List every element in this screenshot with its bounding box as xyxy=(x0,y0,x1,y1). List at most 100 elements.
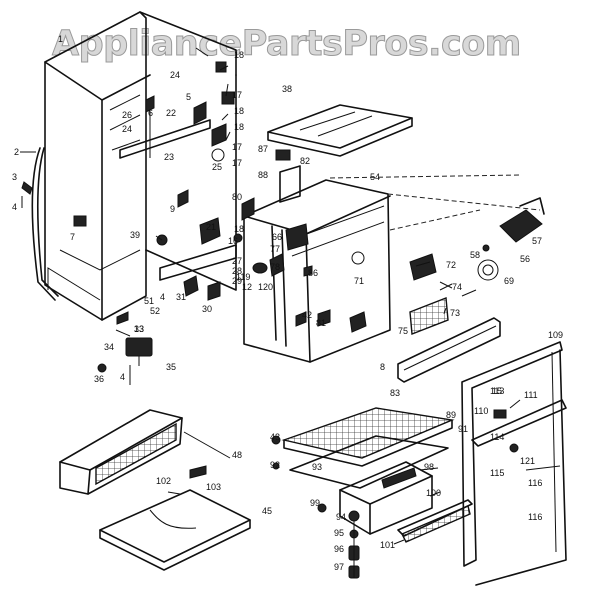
callout: 101 xyxy=(380,540,395,550)
callout: 2 xyxy=(14,147,19,157)
callout: 92 xyxy=(270,460,280,470)
callout: 42 xyxy=(302,310,312,320)
callout: 100 xyxy=(426,488,441,498)
callout: 115 xyxy=(490,468,504,478)
callout: 17 xyxy=(232,142,242,152)
callout: 45 xyxy=(262,506,272,516)
callout: 73 xyxy=(450,308,460,318)
callout: 24 xyxy=(122,124,132,134)
callout: 7 xyxy=(70,232,75,242)
callout: 93 xyxy=(312,462,322,472)
callout: 35 xyxy=(166,362,176,372)
leader-lines xyxy=(20,47,561,545)
callout: 113 xyxy=(490,386,504,396)
callout: 87 xyxy=(258,144,268,154)
callout: 103 xyxy=(206,482,221,492)
callout: 21 xyxy=(206,222,216,232)
callout: 18 xyxy=(234,122,244,132)
wire-shelf xyxy=(271,407,455,489)
callout: 51 xyxy=(144,296,154,306)
toe-grille xyxy=(59,409,207,495)
callout: 71 xyxy=(354,276,364,286)
drain-pan xyxy=(99,489,251,571)
callout: 1 xyxy=(58,34,63,44)
callout: 8 xyxy=(380,362,385,372)
fresh-food-liner xyxy=(243,174,541,363)
callout: 75 xyxy=(398,326,408,336)
callout: 74 xyxy=(452,282,462,292)
callout: 98 xyxy=(424,462,434,472)
callout: 24 xyxy=(170,70,180,80)
callout: 33 xyxy=(134,324,144,334)
callout: 95 xyxy=(334,528,344,538)
callout: 22 xyxy=(166,108,176,118)
callout: 29 xyxy=(232,276,242,286)
callout: 77 xyxy=(270,244,280,254)
callout: 17 xyxy=(232,90,242,100)
drawer-handle-strip xyxy=(397,499,473,543)
callout: 4 xyxy=(160,292,165,302)
crisper-cover-slide xyxy=(397,317,501,383)
callout: 39 xyxy=(130,230,140,240)
callout: 69 xyxy=(504,276,514,286)
callout: 28 xyxy=(232,266,242,276)
callout: 102 xyxy=(156,476,171,486)
callout: 119 xyxy=(236,272,250,282)
callout: 86 xyxy=(308,268,318,278)
callout: 82 xyxy=(300,156,310,166)
callout: 16 xyxy=(228,236,238,246)
cabinet-shell xyxy=(44,11,237,321)
callout: 54 xyxy=(370,172,380,182)
callout: 12 xyxy=(242,282,252,292)
callout: 17 xyxy=(232,158,242,168)
callout: 72 xyxy=(446,260,456,270)
callout: 26 xyxy=(122,110,132,120)
callout: 31 xyxy=(176,292,186,302)
callout: 4 xyxy=(12,202,17,212)
callout: 36 xyxy=(94,374,104,384)
callout: 97 xyxy=(334,562,344,572)
hinge-brackets xyxy=(145,61,243,301)
callout: 38 xyxy=(282,84,292,94)
callout: 96 xyxy=(334,544,344,554)
callout: 66 xyxy=(272,232,282,242)
callout: 121 xyxy=(520,456,535,466)
callout: 78 xyxy=(270,262,280,272)
callout: 18 xyxy=(234,50,244,60)
callout: 43 xyxy=(270,432,280,442)
callout: 58 xyxy=(470,250,480,260)
callout-labels: 1 2 3 4 4 4 5 6 7 8 9 12 13 15 16 17 17 … xyxy=(12,34,563,572)
callout: 83 xyxy=(390,388,400,398)
control-housing xyxy=(409,197,545,335)
callout: 48 xyxy=(232,450,242,460)
callout: 18 xyxy=(234,224,244,234)
callout: 25 xyxy=(212,162,222,172)
callout: 52 xyxy=(150,306,160,316)
callout: 5 xyxy=(186,92,191,102)
callout: 80 xyxy=(232,192,242,202)
callout: 91 xyxy=(458,424,468,434)
callout: 114 xyxy=(490,432,504,442)
callout: 18 xyxy=(234,106,244,116)
ceiling-panel xyxy=(267,104,413,157)
callout: 15 xyxy=(492,386,502,396)
callout: 109 xyxy=(548,330,563,340)
callout: 57 xyxy=(532,236,542,246)
left-hardware xyxy=(21,181,168,385)
callout: 13 xyxy=(134,324,144,334)
callout: 6 xyxy=(148,108,153,118)
crisper-pan xyxy=(317,461,433,535)
callout: 56 xyxy=(520,254,530,264)
callout: 34 xyxy=(104,342,114,352)
callout: 116 xyxy=(528,512,542,522)
callout: 88 xyxy=(258,170,268,180)
callout: 89 xyxy=(446,410,456,420)
callout: 30 xyxy=(202,304,212,314)
callout: 81 xyxy=(316,318,326,328)
callout: 23 xyxy=(164,152,174,162)
callout: 116 xyxy=(528,478,542,488)
callout: 27 xyxy=(232,256,242,266)
drain-tube xyxy=(31,147,59,301)
callout: 110 xyxy=(474,406,488,416)
